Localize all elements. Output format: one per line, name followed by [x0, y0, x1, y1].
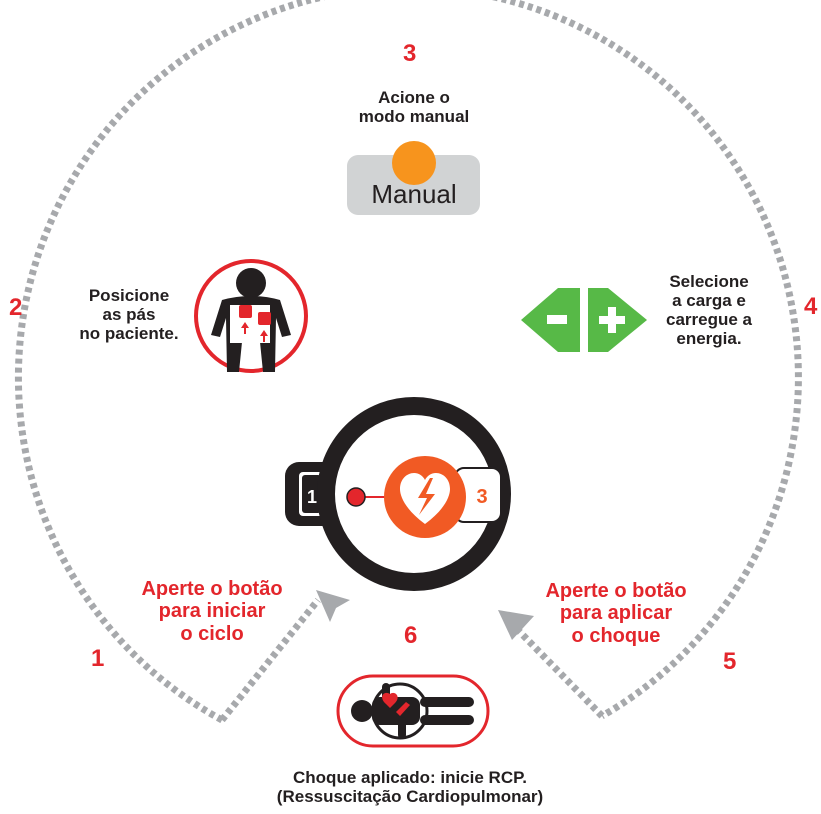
- step-4-line: a carga e: [672, 291, 746, 311]
- manual-mode-button: [347, 141, 480, 215]
- step-6-text: Choque aplicado: inicie RCP. (Ressuscita…: [230, 768, 590, 806]
- cycle-connector-left: [219, 597, 321, 723]
- cycle-connector-right: [513, 625, 605, 719]
- step-6-line: (Ressuscitação Cardiopulmonar): [276, 787, 544, 807]
- step-3-number: 3: [403, 40, 417, 67]
- step-4-text: Selecione a carga e carregue a energia.: [650, 272, 768, 348]
- step-5-line: o choque: [571, 624, 661, 647]
- left-key-label: 1: [307, 487, 317, 507]
- step-2-number: 2: [9, 294, 23, 321]
- indicator-led: [346, 487, 366, 507]
- heart-shock-icon: [400, 473, 450, 524]
- step-1-number: 1: [91, 645, 105, 672]
- step-4-line: carregue a: [666, 310, 752, 330]
- step-3-text: Acione o modo manual: [334, 88, 494, 126]
- cpr-icon: [336, 674, 490, 748]
- patient-paddles-icon: [194, 259, 308, 373]
- arrow-left-icon: [316, 590, 350, 622]
- step-5-number: 5: [723, 648, 737, 675]
- manual-button-label: Manual: [371, 179, 456, 209]
- step-2-line: as pás: [102, 305, 156, 325]
- step-1-line: para iniciar: [158, 600, 266, 623]
- charge-selector: [521, 288, 647, 352]
- right-key-label: 3: [476, 486, 487, 508]
- step-2-text: Posicione as pás no paciente.: [70, 286, 188, 343]
- step-3-line: Acione o: [378, 88, 450, 107]
- step-5-line: Aperte o botão: [545, 580, 687, 602]
- step-5-line: para aplicar: [559, 602, 673, 625]
- step-2-line: no paciente.: [79, 324, 179, 344]
- arrow-right-icon: [498, 610, 534, 640]
- step-6-line: Choque aplicado: inicie RCP.: [293, 768, 527, 787]
- step-4-number: 4: [804, 293, 818, 320]
- cycle-ring: [14, 0, 802, 724]
- step-2-line: Posicione: [88, 286, 170, 305]
- defibrillator-device: [285, 397, 511, 591]
- step-4-line: Selecione: [669, 272, 749, 291]
- step-4-line: energia.: [676, 329, 742, 349]
- step-1-line: Aperte o botão: [141, 578, 283, 600]
- step-3-line: modo manual: [358, 107, 470, 127]
- step-5-text: Aperte o botão para aplicar o choque: [528, 580, 704, 647]
- step-1-line: o ciclo: [180, 622, 244, 645]
- step-1-text: Aperte o botão para iniciar o ciclo: [124, 578, 300, 645]
- step-6-number: 6: [404, 622, 418, 649]
